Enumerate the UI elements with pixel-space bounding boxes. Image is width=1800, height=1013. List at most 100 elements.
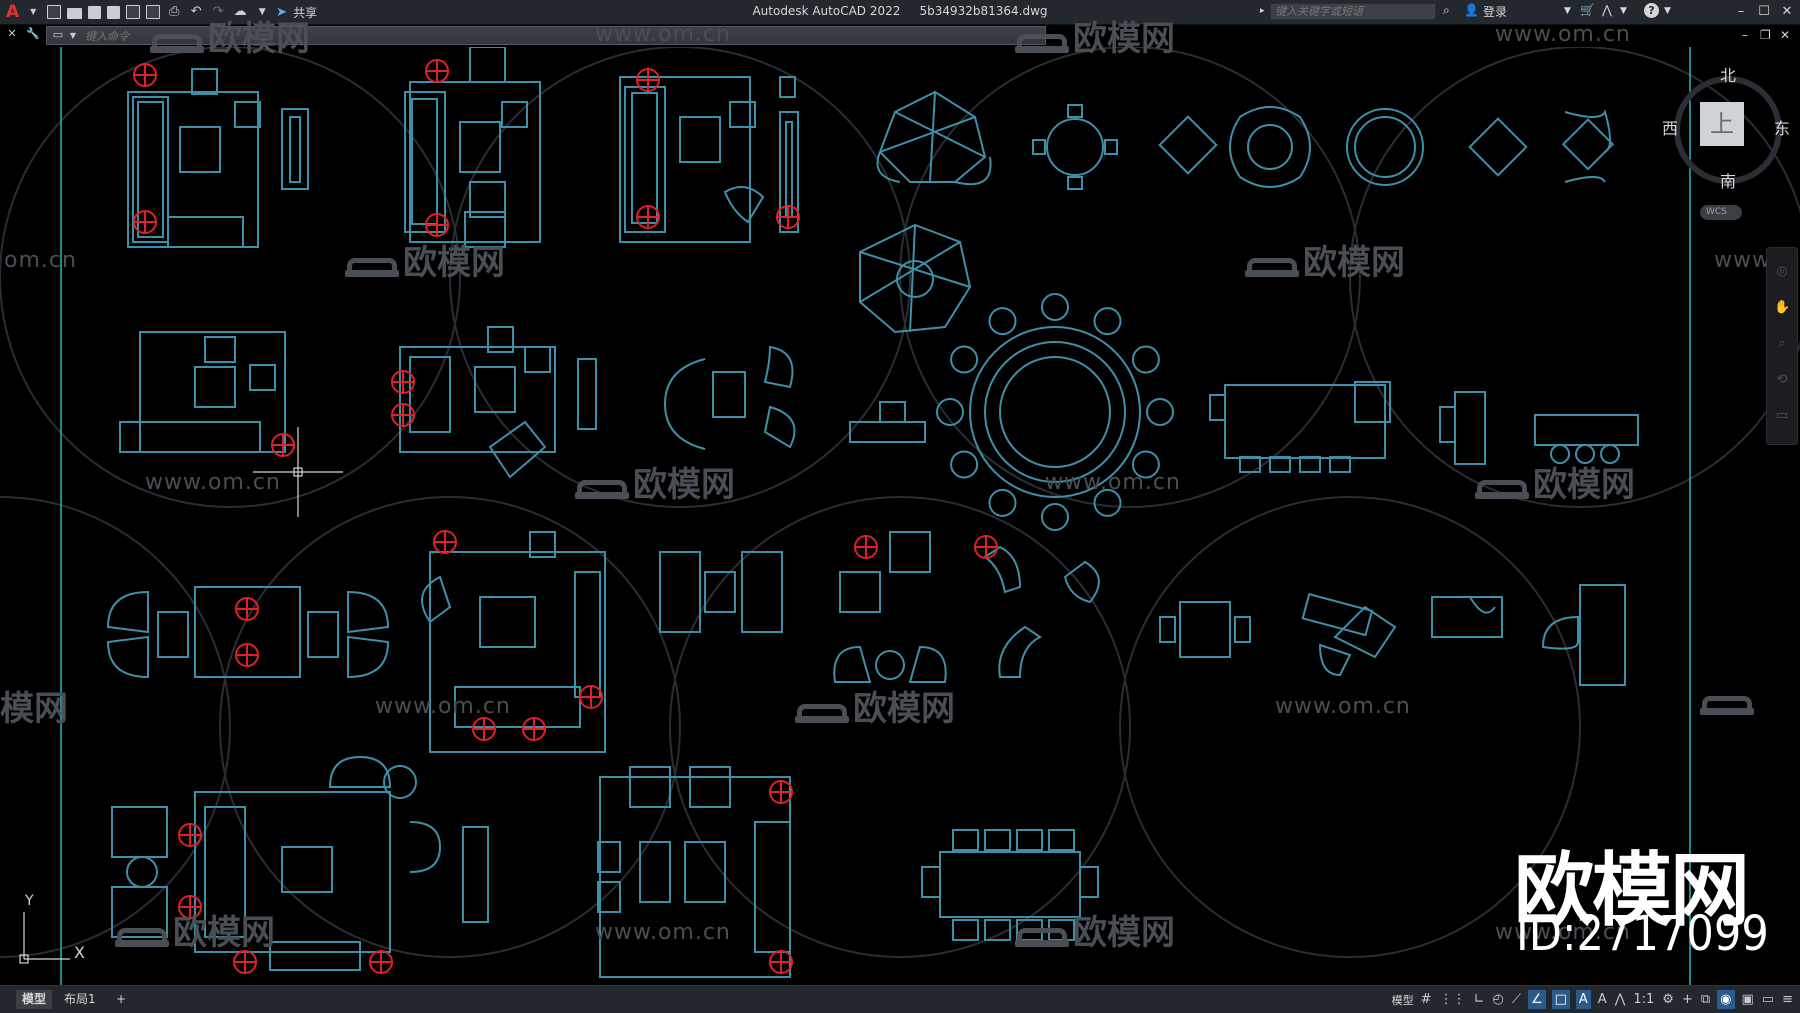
workspace-icon[interactable]: ☁ <box>233 4 247 19</box>
object-snap-tracking-icon[interactable]: ∠ <box>1527 990 1546 1009</box>
auto-scale-icon[interactable]: A <box>1597 992 1607 1007</box>
armchair-small[interactable] <box>1431 596 1503 638</box>
wcs-menu[interactable]: WCS <box>1700 205 1742 220</box>
small-bar-unit[interactable] <box>849 401 926 443</box>
steering-wheel-icon[interactable]: ◎ <box>1776 264 1788 279</box>
share-button[interactable]: 共享 <box>293 5 318 20</box>
app-dropdown-icon[interactable]: ▼ <box>1620 6 1627 16</box>
side-unit[interactable] <box>1439 391 1486 465</box>
isodraft-icon[interactable]: ⟋ <box>1511 992 1521 1007</box>
command-history-icon[interactable]: ▭ <box>52 28 64 41</box>
snap-icon[interactable]: ⋮⋮ <box>1439 992 1466 1007</box>
units-icon[interactable]: ⧉ <box>1700 992 1711 1007</box>
doc-restore-button[interactable]: ❐ <box>1760 28 1771 42</box>
doc-minimize-button[interactable]: – <box>1742 28 1748 42</box>
redo-icon[interactable]: ↷ <box>212 4 224 19</box>
save-as-icon[interactable] <box>107 5 121 19</box>
sofa-set-8[interactable] <box>597 766 791 978</box>
viewcube[interactable]: 上 北 南 东 西 <box>1662 66 1791 230</box>
close-command-icon[interactable]: ✕ <box>7 27 17 40</box>
model-space-button[interactable]: 模型 <box>1391 993 1414 1007</box>
orbit-icon[interactable]: ⟲ <box>1776 372 1788 387</box>
sofa-set-1[interactable] <box>127 68 309 248</box>
search-icon[interactable]: ⌕ <box>1443 3 1450 17</box>
sofa-pair[interactable] <box>659 551 783 633</box>
customization-menu-icon[interactable]: ≡ <box>1782 992 1793 1007</box>
sofa-set-7[interactable] <box>111 755 489 971</box>
compass-east[interactable]: 东 <box>1774 119 1791 138</box>
showmotion-icon[interactable]: ▭ <box>1775 408 1789 423</box>
zoom-icon[interactable]: ⌕ <box>1778 336 1786 351</box>
grid-icon[interactable]: # <box>1420 992 1432 1007</box>
user-icon[interactable]: 👤 <box>1464 3 1479 17</box>
help-dropdown-icon[interactable]: ▼ <box>1664 6 1671 16</box>
sofa-set-2[interactable] <box>404 47 541 248</box>
round-table-chair <box>988 307 1017 336</box>
umbrella-table-2[interactable] <box>859 223 972 334</box>
customize-command-icon[interactable]: 🔧 <box>26 27 40 40</box>
annotation-scale-icon[interactable]: ⋀ <box>1614 992 1626 1007</box>
compass-west[interactable]: 西 <box>1662 119 1679 138</box>
round-tables-row[interactable] <box>1032 104 1615 190</box>
print-icon[interactable]: ⎙ <box>168 4 180 19</box>
sofa-set-4[interactable] <box>119 331 286 453</box>
share-icon[interactable]: ➤ <box>276 4 288 20</box>
scale-label[interactable]: 1:1 <box>1633 992 1655 1007</box>
tab-layout1[interactable]: 布局1 <box>64 992 96 1006</box>
open-web-icon[interactable] <box>126 5 141 19</box>
round-table-chair <box>1131 345 1160 374</box>
app-menu-dropdown-icon[interactable]: ▼ <box>30 7 37 16</box>
desk-with-chair[interactable] <box>1301 592 1397 677</box>
pan-icon[interactable]: ✋ <box>1774 300 1791 315</box>
maximize-button[interactable]: ☐ <box>1758 4 1770 19</box>
workspace-gear-icon[interactable]: ⚙ <box>1662 992 1674 1007</box>
bar-stools[interactable] <box>1534 414 1639 464</box>
command-dropdown-icon[interactable]: ▼ <box>69 31 77 40</box>
undo-icon[interactable]: ↶ <box>190 4 202 19</box>
customize-qat-icon[interactable]: ▼ <box>258 7 266 17</box>
command-input[interactable] <box>83 28 1027 45</box>
compass-north[interactable]: 北 <box>1720 66 1737 85</box>
bar-counter[interactable] <box>1209 381 1391 473</box>
autocad-logo-icon[interactable]: A <box>6 2 20 22</box>
chair-pair[interactable] <box>663 345 796 450</box>
compass-south[interactable]: 南 <box>1720 172 1737 191</box>
add-layout-button[interactable]: + <box>116 992 127 1006</box>
login-button[interactable]: 登录 <box>1483 5 1508 19</box>
tab-model[interactable]: 模型 <box>16 990 53 1009</box>
clean-screen-icon[interactable]: ▭ <box>1761 992 1775 1007</box>
hardware-acceleration-icon[interactable]: ▣ <box>1741 992 1754 1007</box>
autodesk-app-icon[interactable]: ⋀ <box>1602 3 1612 17</box>
large-round-table-chairs[interactable] <box>936 293 1174 531</box>
annotation-visibility-icon[interactable]: A <box>1575 990 1591 1009</box>
ortho-icon[interactable]: ∟ <box>1473 992 1485 1007</box>
round-table-chair <box>950 450 979 479</box>
save-web-icon[interactable] <box>146 5 161 19</box>
help-icon[interactable]: ? <box>1644 3 1659 18</box>
desk-and-armchair[interactable] <box>1541 584 1626 686</box>
doc-close-button[interactable]: ✕ <box>1780 28 1791 42</box>
close-button[interactable]: ✕ <box>1781 4 1793 19</box>
sofa-set-6[interactable] <box>421 531 606 753</box>
large-round-table[interactable] <box>969 326 1141 498</box>
search-expand-icon[interactable]: ▸ <box>1260 6 1265 16</box>
cart-icon[interactable]: 🛒 <box>1580 3 1595 17</box>
sofa-set-5[interactable] <box>399 326 597 479</box>
isolate-objects-icon[interactable]: ◉ <box>1717 990 1735 1009</box>
long-dining-table[interactable] <box>921 829 1099 941</box>
umbrella-table-1[interactable] <box>876 90 992 186</box>
open-file-icon[interactable] <box>67 8 83 19</box>
login-dropdown-icon[interactable]: ▼ <box>1564 6 1571 16</box>
search-input[interactable] <box>1270 3 1436 20</box>
save-icon[interactable] <box>88 5 102 19</box>
chair-cluster[interactable] <box>833 531 1100 683</box>
viewcube-compass-ring[interactable] <box>1674 76 1782 184</box>
plus-icon[interactable]: + <box>1681 992 1693 1007</box>
dining-set-1[interactable] <box>106 586 390 679</box>
new-file-icon[interactable] <box>47 5 62 19</box>
viewcube-top-face[interactable]: 上 <box>1700 102 1744 146</box>
minimize-button[interactable]: – <box>1737 4 1745 19</box>
table-with-chairs[interactable] <box>1159 601 1251 658</box>
polar-icon[interactable]: ◴ <box>1492 992 1504 1007</box>
object-snap-icon[interactable]: □ <box>1551 990 1570 1009</box>
